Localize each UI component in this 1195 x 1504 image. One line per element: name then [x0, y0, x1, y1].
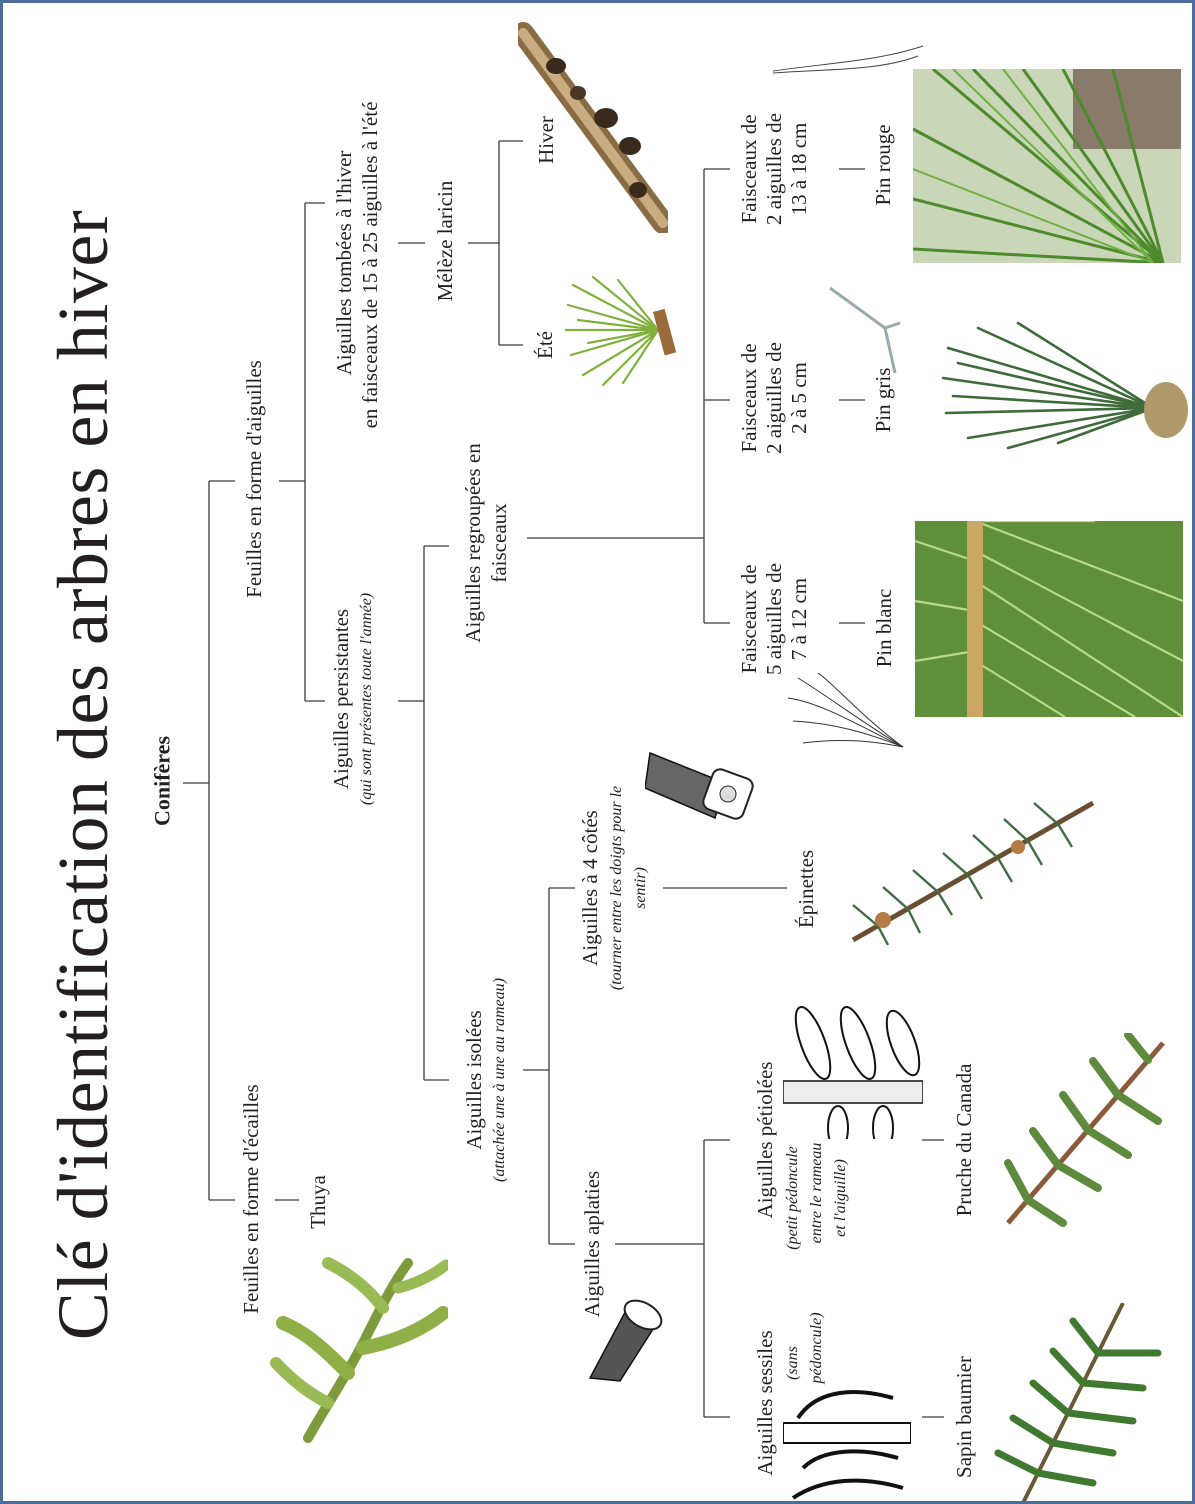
- page-title: Clé d'identification des arbres en hiver: [47, 210, 119, 1341]
- node-sessile-note2: pédoncule): [808, 1312, 826, 1383]
- node-petiolate: Aiguilles pétiolées: [754, 1062, 778, 1219]
- node-f2s-line2: 2 aiguilles de: [763, 342, 787, 454]
- node-persistent: Aiguilles persistantes: [330, 609, 354, 789]
- node-persistent-note: (qui sont présentes toute l'année): [358, 593, 376, 805]
- flat-needle-section-sketch: [585, 1293, 665, 1383]
- node-petiolate-note3: et l'aiguille): [832, 1159, 850, 1237]
- four-sided-needle-section-sketch: [645, 743, 760, 823]
- node-deciduous-line1: Aiguilles tombées à l'hiver: [333, 151, 357, 376]
- pin-gris-photo: [938, 318, 1193, 453]
- node-deciduous-line2: en faisceaux de 15 à 25 aiguilles à l'ét…: [359, 102, 383, 429]
- pin-gris-needle-sketch: [825, 283, 905, 378]
- node-petiolate-note1: (petit pédoncule: [784, 1146, 802, 1250]
- node-scale-leaves: Feuilles en forme d'écailles: [240, 1084, 264, 1313]
- node-sessile-note1: (sans: [784, 1346, 802, 1380]
- node-sapin: Sapin baumier: [953, 1356, 977, 1478]
- node-isolated-note: (attachée une à une au rameau): [491, 978, 509, 1182]
- node-isolated: Aiguilles isolées: [463, 1010, 487, 1149]
- node-f5-line3: 7 à 12 cm: [788, 578, 812, 660]
- node-pin-blanc: Pin blanc: [873, 589, 897, 668]
- node-epinettes: Épinettes: [795, 850, 819, 928]
- node-ete: Été: [534, 331, 558, 359]
- pin-rouge-photo: [913, 69, 1181, 263]
- node-f5-line2: 5 aiguilles de: [763, 563, 787, 675]
- node-pin-rouge: Pin rouge: [872, 124, 896, 205]
- node-bundles-line2: faisceaux: [488, 503, 512, 582]
- node-f2s-line3: 2 à 5 cm: [788, 362, 812, 434]
- node-f2l-line3: 13 à 18 cm: [788, 123, 812, 216]
- sapin-needle-sketch: [783, 1388, 911, 1504]
- node-thuya: Thuya: [307, 1175, 331, 1229]
- node-meleze: Mélèze laricin: [434, 181, 458, 302]
- node-f2s-line1: Faisceaux de: [738, 343, 762, 452]
- larch-summer-tuft-illustration: [563, 275, 683, 390]
- node-sessile: Aiguilles sessiles: [754, 1330, 778, 1475]
- larch-winter-twig-illustration: [518, 18, 668, 233]
- thuya-illustration: [268, 1253, 448, 1443]
- pruche-needle-sketch: [783, 1003, 923, 1139]
- epinette-branch-photo: [848, 795, 1098, 947]
- node-four-sides-note2: sentir): [632, 867, 650, 909]
- sapin-photo: [993, 1303, 1173, 1503]
- node-f5-line1: Faisceaux de: [738, 564, 762, 673]
- node-f2l-line1: Faisceaux de: [738, 114, 762, 223]
- pruche-photo: [988, 1033, 1173, 1233]
- node-f2l-line2: 2 aiguilles de: [763, 113, 787, 225]
- node-four-sides: Aiguilles à 4 côtés: [579, 810, 603, 966]
- node-pruche: Pruche du Canada: [953, 1064, 977, 1217]
- pin-blanc-needle-sketch: [783, 673, 908, 751]
- pin-rouge-needle-sketch: [768, 41, 928, 101]
- node-petiolate-note2: entre le rameau: [808, 1143, 826, 1244]
- node-four-sides-note1: (tourner entre les doigts pour le: [608, 786, 626, 990]
- node-bundles-line1: Aiguilles regroupées en: [462, 443, 486, 642]
- pin-blanc-photo: [915, 521, 1183, 717]
- root-node: Conifères: [151, 736, 176, 826]
- node-needle-leaves: Feuilles en forme d'aiguilles: [243, 360, 267, 598]
